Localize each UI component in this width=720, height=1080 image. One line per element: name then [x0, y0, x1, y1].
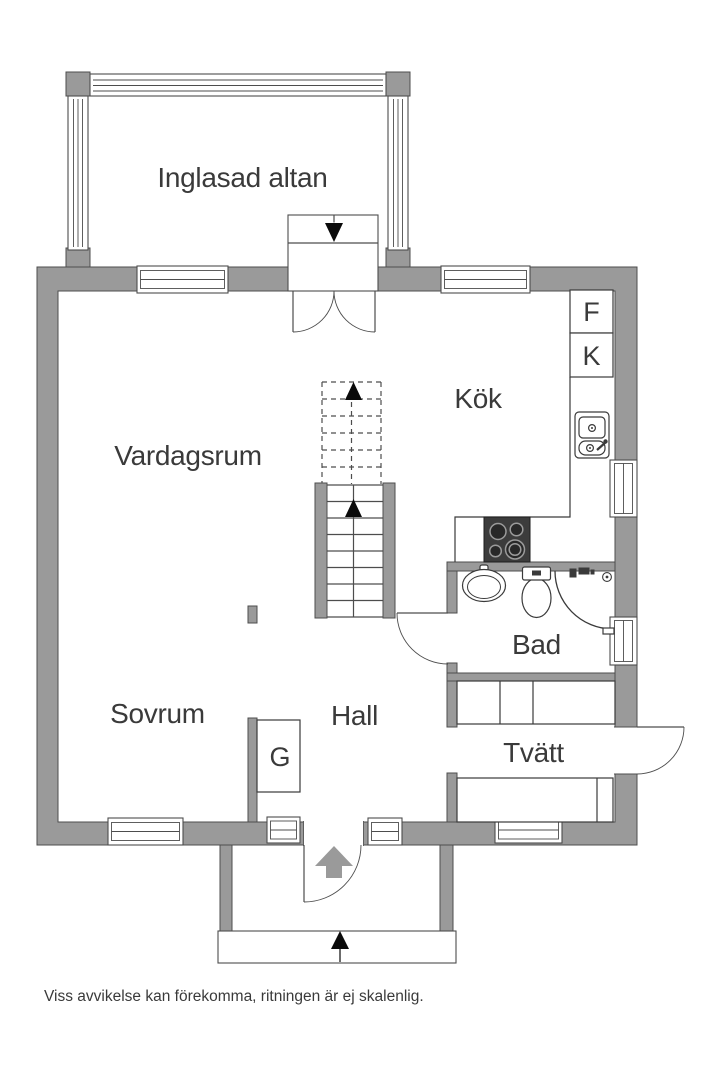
laundry-counter-top — [456, 680, 616, 725]
laundry-counter-bottom — [456, 777, 614, 823]
wardrobe-wall — [247, 717, 258, 823]
disclaimer-text: Viss avvikelse kan förekomma, ritningen … — [44, 988, 424, 1005]
freezer-label: F — [583, 297, 600, 327]
window-bottom-small — [266, 816, 301, 844]
kitchen-fixtures — [454, 289, 614, 563]
shower-mixer — [569, 568, 577, 578]
room-label-glazed-porch: Inglasad altan — [157, 162, 327, 193]
room-label-hall: Hall — [331, 700, 378, 731]
stairs-up-arrow — [345, 499, 362, 517]
direction-arrows — [325, 223, 362, 962]
living-bedroom-stub — [247, 605, 258, 624]
bath-laundry-wall — [446, 672, 616, 682]
staircase — [314, 381, 396, 619]
fridge-label: K — [582, 341, 600, 371]
porch-double-door — [292, 290, 376, 333]
entry-porch-left-wall — [219, 844, 233, 932]
toilet-flush-button — [532, 570, 541, 576]
kitchen-sink — [574, 411, 610, 459]
window-bottom-bedroom — [107, 817, 184, 846]
window-top-living — [136, 265, 229, 294]
laundry-exterior-door — [636, 726, 685, 775]
entry-porch-right-wall — [439, 844, 454, 932]
entry-step-arrow — [331, 931, 349, 949]
window-top-kitchen — [440, 265, 531, 294]
washbasin — [461, 564, 507, 603]
hall-laundry-wall-lower — [446, 772, 458, 823]
exterior-walls — [36, 266, 638, 846]
wardrobe-label: G — [269, 742, 290, 772]
porch-glazing — [67, 73, 409, 251]
bath-left-stub — [446, 662, 458, 674]
entry-door-gap — [303, 821, 364, 846]
shower — [554, 567, 615, 635]
freezer-cabinet — [569, 289, 614, 334]
door-gaps — [303, 726, 638, 846]
bathroom-door — [396, 612, 449, 665]
porch-structure — [65, 71, 411, 269]
laundry-fixtures — [456, 680, 616, 823]
laundry-door-gap — [614, 726, 638, 775]
stairs-up-arrow-dashed — [345, 382, 362, 400]
doors — [292, 290, 685, 903]
shower-door-handle — [602, 627, 615, 635]
stove — [483, 516, 531, 563]
toilet — [521, 566, 552, 619]
fridge-cabinet — [569, 332, 614, 378]
window-right-kitchen — [609, 459, 638, 518]
main-entry-door — [303, 844, 362, 903]
hall-laundry-wall-upper — [446, 680, 458, 728]
labels: Inglasad altan Vardagsrum Kök Sovrum Hal… — [44, 162, 601, 1005]
bath-left-wall — [446, 570, 458, 614]
room-label-bathroom: Bad — [512, 629, 561, 660]
room-label-kitchen: Kök — [454, 383, 503, 414]
window-right-bath — [609, 616, 638, 666]
room-label-living-room: Vardagsrum — [114, 440, 261, 471]
main-entry-arrow — [315, 846, 353, 878]
shower-door-arc — [554, 570, 613, 630]
windows — [107, 265, 638, 846]
wardrobe-box — [256, 719, 301, 793]
bathroom-fixtures — [461, 564, 615, 635]
stairs-rails — [314, 482, 396, 619]
window-bottom-entry — [367, 817, 403, 846]
porch-entry-arrow — [325, 223, 343, 242]
room-label-laundry: Tvätt — [503, 737, 564, 768]
room-label-bedroom: Sovrum — [110, 698, 205, 729]
